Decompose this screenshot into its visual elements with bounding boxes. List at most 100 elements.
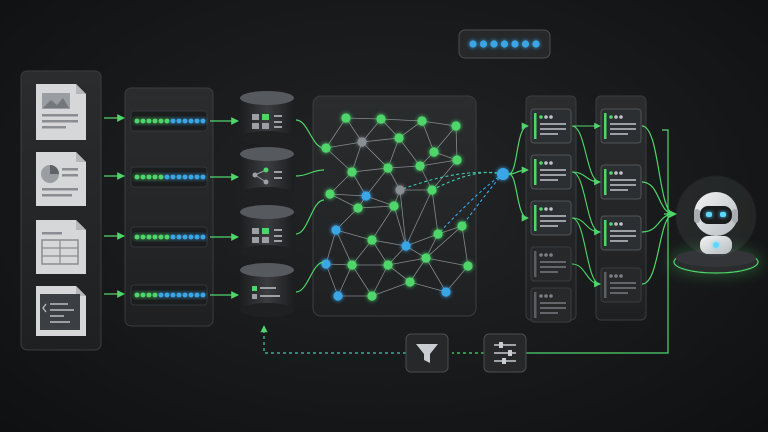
chunk-dot — [140, 292, 146, 298]
card-dot — [614, 171, 618, 175]
chunk-dot — [134, 292, 140, 298]
sliders-icon[interactable] — [483, 333, 527, 373]
chunk-row — [130, 226, 208, 248]
chunk-dot — [182, 234, 188, 240]
card-line — [610, 133, 628, 135]
graph-edge — [365, 167, 389, 197]
card-line — [610, 189, 628, 191]
feedback-line-left — [260, 325, 406, 354]
card-line — [540, 169, 566, 171]
graph-node — [367, 235, 377, 245]
chunk-dot — [140, 174, 146, 180]
chunk-dot — [152, 292, 158, 298]
graph-node — [367, 291, 377, 301]
cylinder-top — [240, 91, 294, 105]
chunk-dot — [152, 174, 158, 180]
card-dot — [544, 253, 548, 257]
db-to-graph-link — [295, 261, 325, 293]
card-dot — [614, 274, 618, 278]
card-dot — [619, 171, 623, 175]
grid-line — [274, 235, 282, 237]
card-line — [610, 235, 636, 237]
grid-line — [274, 240, 282, 242]
card-line — [540, 179, 558, 181]
graph-edge — [371, 239, 389, 266]
net-text — [274, 177, 282, 179]
query-dot — [500, 40, 509, 48]
graph-edge — [335, 207, 359, 231]
net-node — [263, 167, 269, 173]
chunk-dot — [152, 234, 158, 240]
ranked-card — [600, 215, 642, 251]
database-cylinder — [240, 147, 294, 201]
retrieved-cards — [530, 108, 572, 323]
graph-edge — [387, 165, 421, 169]
query-dot — [490, 40, 498, 48]
card-box — [530, 154, 572, 190]
graph-edge — [325, 229, 337, 265]
graph-edge — [387, 137, 400, 169]
chunk-dot — [146, 174, 152, 180]
query-to-card-link — [508, 122, 529, 175]
graph-node — [421, 253, 431, 263]
graph-edge — [325, 141, 363, 149]
database-cylinder — [240, 205, 294, 259]
chunk-dot — [134, 118, 140, 124]
retrieved-card — [530, 287, 572, 323]
graph-edge — [335, 229, 373, 241]
card-line — [540, 307, 566, 309]
chunk-dot — [200, 174, 206, 180]
card-accent-bar — [604, 169, 607, 195]
graph-edge — [345, 117, 382, 120]
graph-edge — [351, 141, 363, 173]
graph-node — [463, 261, 473, 271]
list-bullet — [252, 294, 257, 299]
graph-edge — [425, 257, 469, 267]
grid-cell — [252, 228, 259, 234]
card-box — [530, 287, 572, 323]
graph-edge — [365, 195, 395, 207]
cylinder-bottom — [240, 303, 294, 317]
chunk-dot — [134, 234, 140, 240]
graph-node — [457, 221, 467, 231]
query-dot — [532, 40, 540, 48]
card-accent-bar — [534, 159, 537, 185]
graph-edge — [325, 117, 347, 149]
card-accent-bar — [534, 251, 537, 277]
graph-node — [353, 203, 363, 213]
chunk-dot — [158, 118, 164, 124]
card-dot — [549, 253, 553, 257]
grid-cell-active — [262, 114, 269, 120]
graph-node — [376, 114, 386, 124]
card-dot — [544, 207, 548, 211]
ranked-card — [600, 164, 642, 200]
graph-edge — [371, 239, 407, 247]
card-box — [600, 215, 642, 251]
graph-edge — [380, 118, 423, 122]
query-dot — [469, 40, 477, 48]
graph-node — [394, 133, 404, 143]
chunk-dot — [146, 118, 152, 124]
robot-assistant-icon — [670, 175, 762, 274]
chunk-dot — [170, 234, 176, 240]
graph-edge — [445, 265, 469, 293]
chunk-dot — [164, 234, 170, 240]
chunk-dot — [188, 292, 194, 298]
card-line — [540, 312, 558, 314]
card-dot — [549, 294, 553, 298]
card-line — [610, 128, 636, 130]
card-dot — [544, 115, 548, 119]
graph-edge — [409, 281, 447, 293]
graph-node — [357, 137, 367, 147]
query-to-card-link — [508, 173, 529, 222]
card-line — [540, 215, 566, 217]
graph-edge — [371, 264, 389, 297]
net-node — [252, 172, 258, 178]
filter-icon[interactable] — [405, 333, 449, 373]
card-line — [540, 133, 558, 135]
chunk-dot — [188, 118, 194, 124]
graph-edge — [371, 205, 395, 241]
graph-edge — [405, 189, 433, 247]
grid-cell — [252, 123, 259, 129]
graph-edge — [361, 118, 382, 143]
